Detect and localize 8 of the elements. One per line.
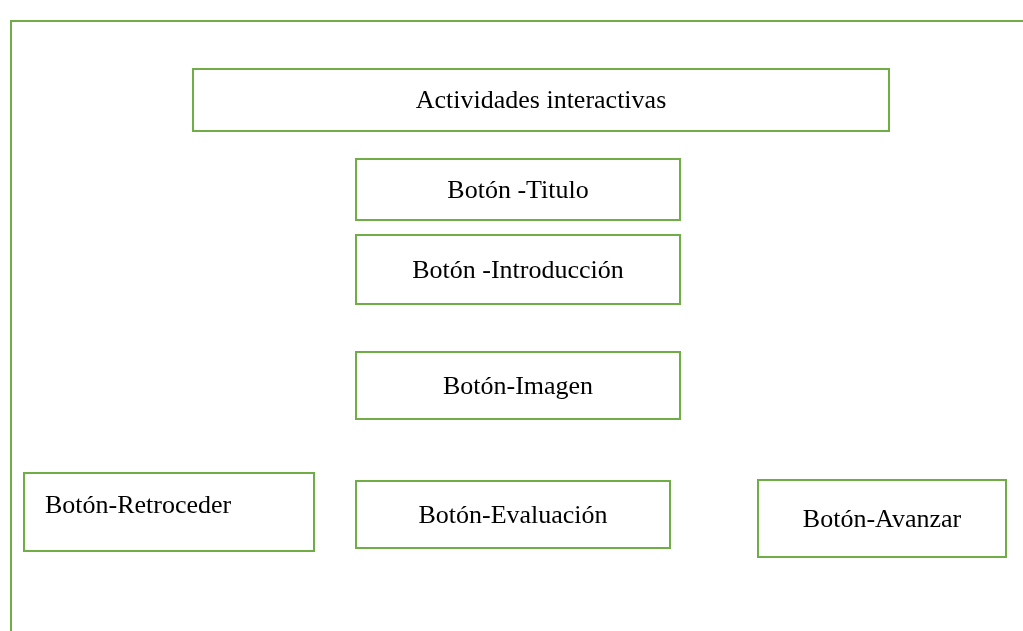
page-frame xyxy=(10,20,1023,631)
heading-box: Actividades interactivas xyxy=(192,68,890,132)
button-box: Botón-Imagen xyxy=(355,351,681,420)
button-box: Botón -Titulo xyxy=(355,158,681,221)
button-box: Botón-Evaluación xyxy=(355,480,671,549)
button-box: Botón-Retroceder xyxy=(23,472,315,552)
button-box: Botón-Avanzar xyxy=(757,479,1007,558)
button-box: Botón -Introducción xyxy=(355,234,681,305)
